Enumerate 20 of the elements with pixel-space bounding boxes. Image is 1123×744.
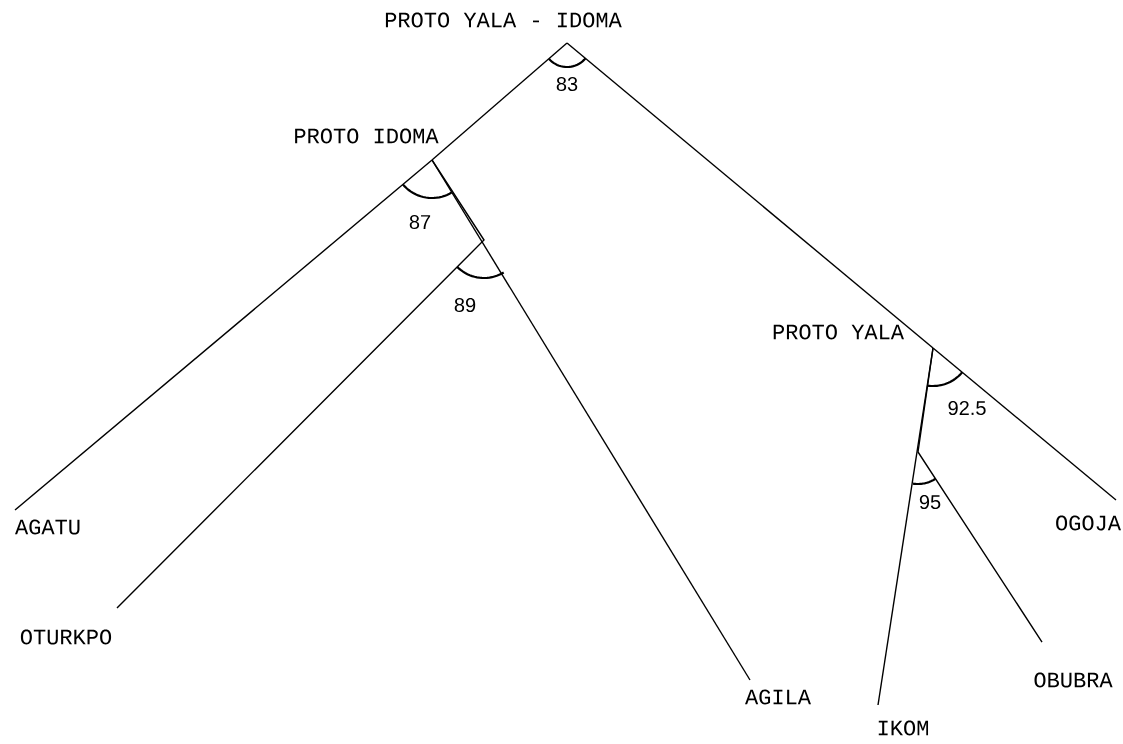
angle-label: 89 [454,297,476,313]
node-label: AGILA [745,689,811,705]
node-label: PROTO YALA - IDOMA [385,12,622,28]
tree-branch [566,42,934,349]
node-label: AGATU [15,519,80,535]
tree-branch [431,159,751,681]
node-label: PROTO YALA [773,324,904,340]
node-label: OTURKPO [20,629,112,645]
angle-label: 95 [919,494,941,510]
angle-label: 92.5 [948,400,986,416]
node-label: IKOM [878,720,928,736]
tree-branch [14,159,433,511]
node-label: OGOJA [1056,515,1121,531]
angle-label: 83 [556,76,578,92]
node-label: PROTO IDOMA [295,128,439,144]
tree-branch [932,347,1117,501]
node-label: OBUBRA [1034,672,1113,688]
tree-branch [431,42,568,161]
angle-label: 87 [409,214,431,230]
tree-branch [917,347,1043,643]
